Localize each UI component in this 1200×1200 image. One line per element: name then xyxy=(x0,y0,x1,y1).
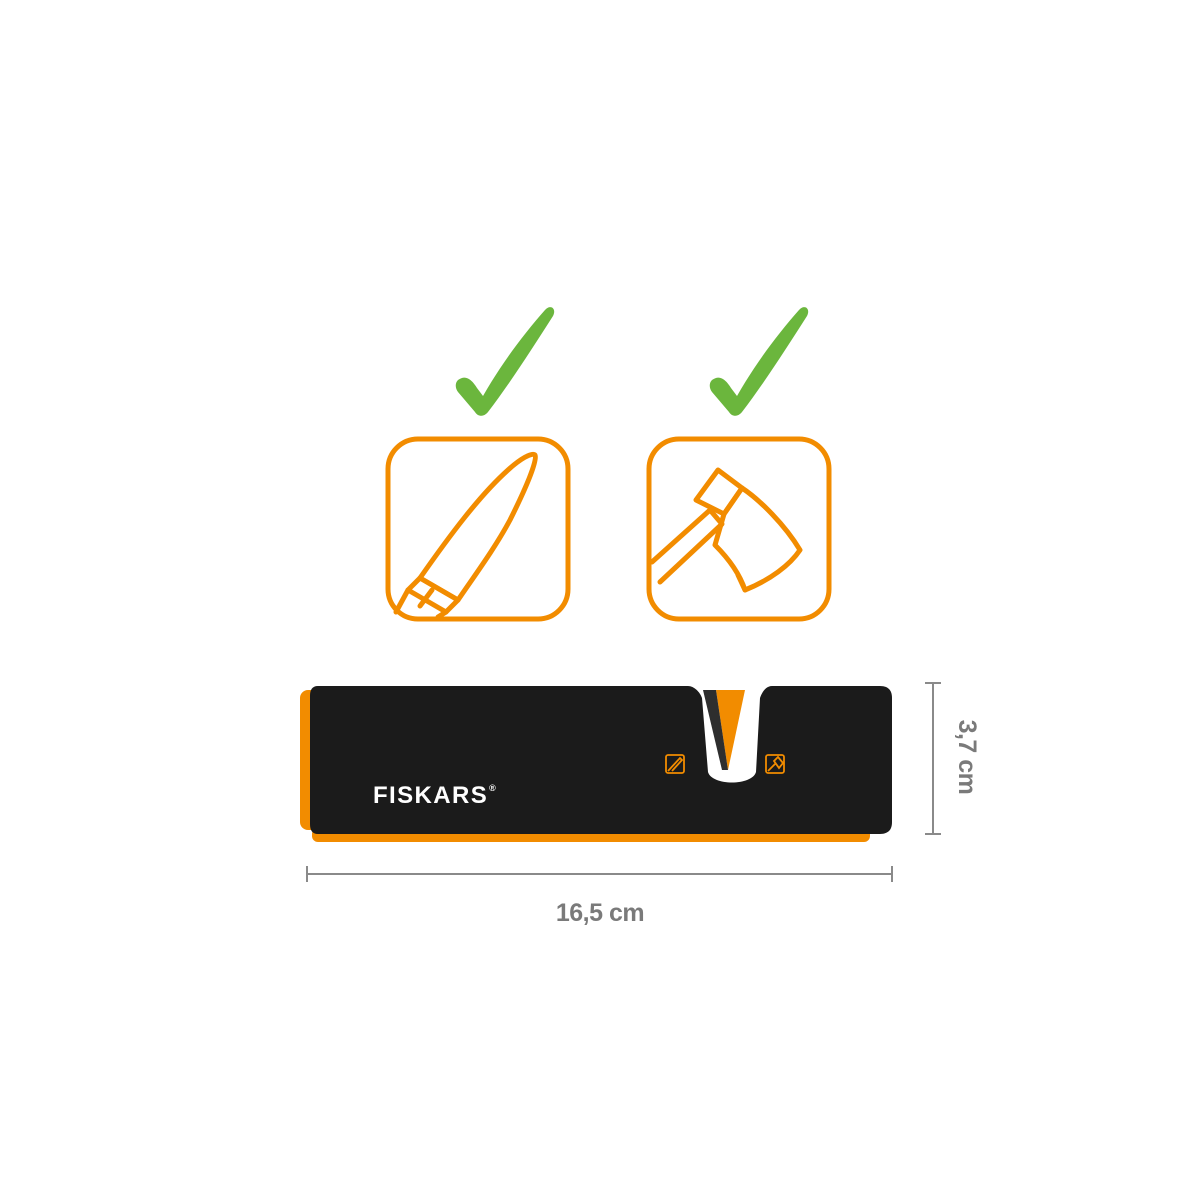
registered-mark: ® xyxy=(489,783,496,793)
width-dimension-line xyxy=(306,866,893,882)
height-dimension-line xyxy=(925,682,941,835)
check-icon xyxy=(455,307,555,416)
axe-icon xyxy=(646,436,832,622)
brand-logo: FISKARS® xyxy=(373,782,496,810)
height-label: 3,7 cm xyxy=(953,719,981,795)
width-label: 16,5 cm xyxy=(555,899,645,927)
sharpener-product xyxy=(300,686,892,842)
check-icon xyxy=(709,307,809,416)
brand-name-text: FISKARS xyxy=(373,782,489,809)
kitchen-knife-icon xyxy=(385,436,571,622)
knife-small-icon xyxy=(665,754,685,774)
axe-small-icon xyxy=(765,754,785,774)
